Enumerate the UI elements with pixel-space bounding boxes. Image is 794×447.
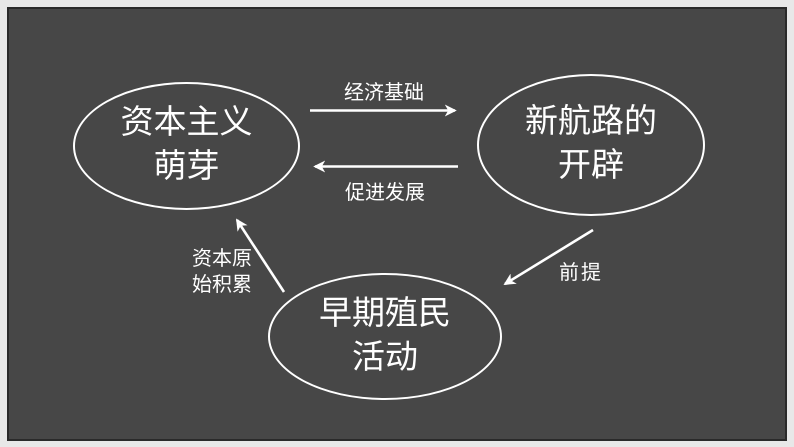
edge-label-line: 始积累: [192, 274, 252, 296]
node-early-colonial-activities: 早期殖民 活动: [268, 273, 502, 400]
edge-label-economic-base: 经济基础: [344, 82, 424, 104]
node-label-line: 开辟: [558, 148, 624, 184]
node-label-line: 新航路的: [525, 104, 657, 141]
node-label-line: 早期殖民: [319, 295, 451, 332]
edge-label-primitive-accumulation: 资本原 始积累: [177, 246, 267, 298]
node-capitalism-sprout: 资本主义 萌芽: [73, 82, 300, 210]
edge-label-premise: 前提: [559, 262, 603, 284]
edge-label-line: 资本原: [192, 248, 252, 270]
edge-label-promote-development: 促进发展: [345, 182, 425, 204]
node-new-sea-routes: 新航路的 开辟: [477, 74, 705, 216]
node-label-line: 活动: [352, 339, 418, 376]
node-label-line: 资本主义: [120, 105, 253, 142]
node-label-line: 萌芽: [153, 149, 220, 185]
